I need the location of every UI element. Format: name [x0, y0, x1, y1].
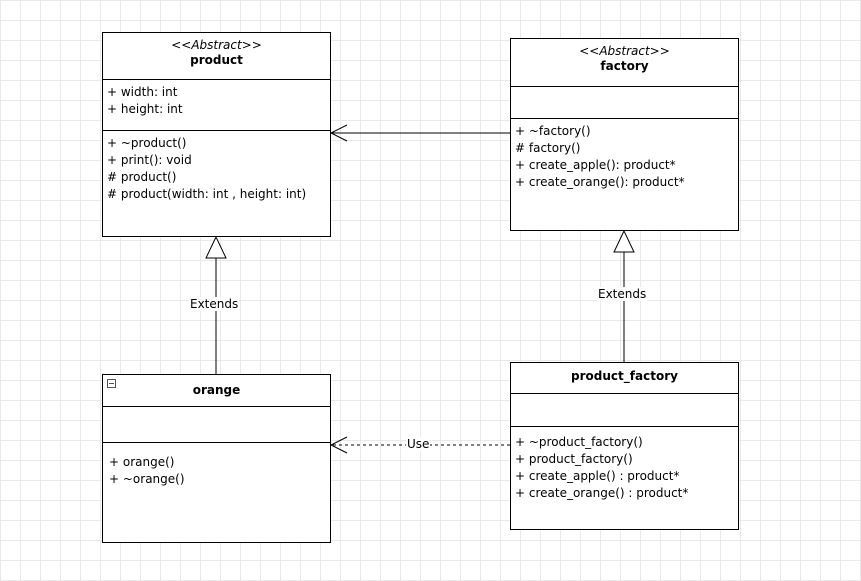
class-product-factory[interactable]: product_factory + ~product_factory() + p… — [510, 362, 739, 530]
collapse-icon[interactable] — [107, 379, 116, 388]
method: + create_apple(): product* — [515, 158, 676, 172]
method: + create_orange() : product* — [515, 486, 689, 500]
method: + create_orange(): product* — [515, 175, 685, 189]
class-orange[interactable]: orange + orange() + ~orange() — [102, 374, 331, 543]
dependency-use-orange[interactable] — [329, 436, 510, 454]
class-header: <<Abstract>> product — [103, 33, 330, 79]
class-product[interactable]: <<Abstract>> product + width: int + heig… — [102, 32, 331, 237]
attribute: + width: int — [107, 85, 178, 99]
method: + ~product() — [107, 136, 187, 150]
method: + print(): void — [107, 153, 192, 167]
generalization-orange-product[interactable] — [205, 235, 227, 374]
method: # factory() — [515, 141, 581, 155]
methods-compartment: + ~product() + print(): void # product()… — [103, 130, 330, 203]
methods-compartment: + ~factory() # factory() + create_apple(… — [511, 118, 738, 191]
method: # product(width: int , height: int) — [107, 187, 307, 201]
method: + ~product_factory() — [515, 435, 643, 449]
class-name: orange — [192, 383, 241, 397]
method: + ~factory() — [515, 124, 591, 138]
class-name: product — [190, 53, 243, 67]
class-name: factory — [600, 59, 649, 73]
extends-label-orange: Extends — [189, 297, 240, 311]
extends-label-factory: Extends — [597, 287, 648, 301]
method: + create_apple() : product* — [515, 469, 680, 483]
class-header: orange — [103, 375, 330, 406]
class-factory[interactable]: <<Abstract>> factory + ~factory() # fact… — [510, 38, 739, 231]
class-header: product_factory — [511, 363, 738, 393]
attributes-compartment — [511, 86, 738, 118]
attribute: + height: int — [107, 102, 183, 116]
methods-compartment: + orange() + ~orange() — [103, 442, 330, 488]
attributes-compartment — [103, 406, 330, 442]
attributes-compartment: + width: int + height: int — [103, 79, 330, 130]
class-header: <<Abstract>> factory — [511, 39, 738, 86]
attributes-compartment — [511, 393, 738, 426]
methods-compartment: + ~product_factory() + product_factory()… — [511, 426, 738, 502]
method: + product_factory() — [515, 452, 633, 466]
method: + orange() — [109, 455, 175, 469]
method: # product() — [107, 170, 177, 184]
use-label: Use — [406, 437, 431, 451]
generalization-productfactory-factory[interactable] — [613, 229, 635, 362]
class-name: product_factory — [571, 369, 678, 383]
stereotype: <<Abstract>> — [171, 38, 262, 52]
method: + ~orange() — [109, 472, 185, 486]
stereotype: <<Abstract>> — [579, 44, 670, 58]
association-factory-product[interactable] — [329, 124, 510, 142]
